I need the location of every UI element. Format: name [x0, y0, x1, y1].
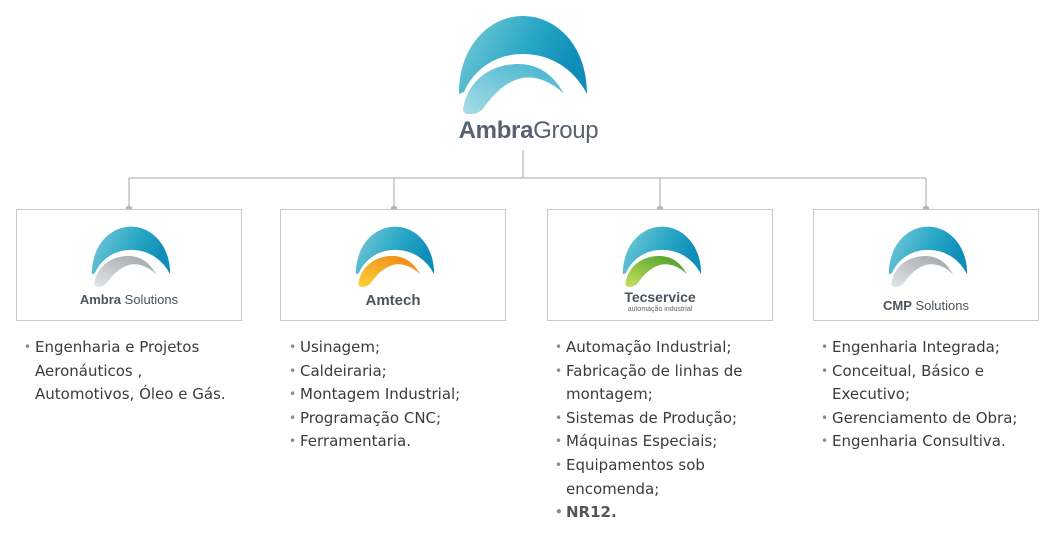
services-list-amtech: Usinagem; Caldeiraria; Montagem Industri…: [289, 336, 519, 454]
company-name: CMP Solutions: [883, 298, 969, 313]
company-name: Tecservice: [624, 289, 696, 305]
brand-bold: Ambra: [458, 117, 534, 144]
company-name: Ambra Solutions: [79, 292, 179, 307]
services-list-cmp-solutions: Engenharia Integrada; Conceitual, Básico…: [821, 336, 1036, 454]
company-card-cmp-solutions: CMP Solutions: [813, 209, 1039, 321]
list-item: Engenharia e Projetos Aeronáuticos , Aut…: [24, 336, 229, 407]
list-item: Programação CNC;: [289, 407, 519, 431]
amtech-logo-icon: [355, 226, 435, 287]
brand-rest: Group: [533, 117, 599, 144]
list-item: Equipamentos sob encomenda;: [555, 454, 760, 501]
cmp-solutions-logo-icon: [888, 226, 968, 287]
ambra-group-logo-icon: [459, 16, 587, 114]
list-item: Usinagem;: [289, 336, 519, 360]
company-card-tecservice: Tecservice automação industrial: [547, 209, 773, 321]
list-item: Sistemas de Produção;: [555, 407, 760, 431]
org-connectors: [125, 150, 930, 213]
list-item: Máquinas Especiais;: [555, 430, 760, 454]
list-item: Fabricação de linhas de montagem;: [555, 360, 760, 407]
list-item: Caldeiraria;: [289, 360, 519, 384]
tecservice-logo-icon: [622, 226, 702, 287]
list-item: Conceitual, Básico e Executivo;: [821, 360, 1036, 407]
company-tagline: automação industrial: [627, 306, 693, 313]
company-name: Amtech: [365, 292, 421, 309]
list-item: Montagem Industrial;: [289, 383, 519, 407]
company-card-amtech: Amtech: [280, 209, 506, 321]
list-item: Gerenciamento de Obra;: [821, 407, 1036, 431]
company-card-ambra-solutions: Ambra Solutions: [16, 209, 242, 321]
list-item: Engenharia Integrada;: [821, 336, 1036, 360]
services-list-ambra-solutions: Engenharia e Projetos Aeronáuticos , Aut…: [24, 336, 229, 407]
ambra-group-wordmark: AmbraGroup: [0, 117, 1057, 145]
list-item: Engenharia Consultiva.: [821, 430, 1036, 454]
ambra-solutions-logo-icon: [91, 226, 171, 287]
list-item: NR12.: [555, 501, 760, 525]
list-item: Ferramentaria.: [289, 430, 519, 454]
list-item: Automação Industrial;: [555, 336, 760, 360]
services-list-tecservice: Automação Industrial; Fabricação de linh…: [555, 336, 760, 525]
